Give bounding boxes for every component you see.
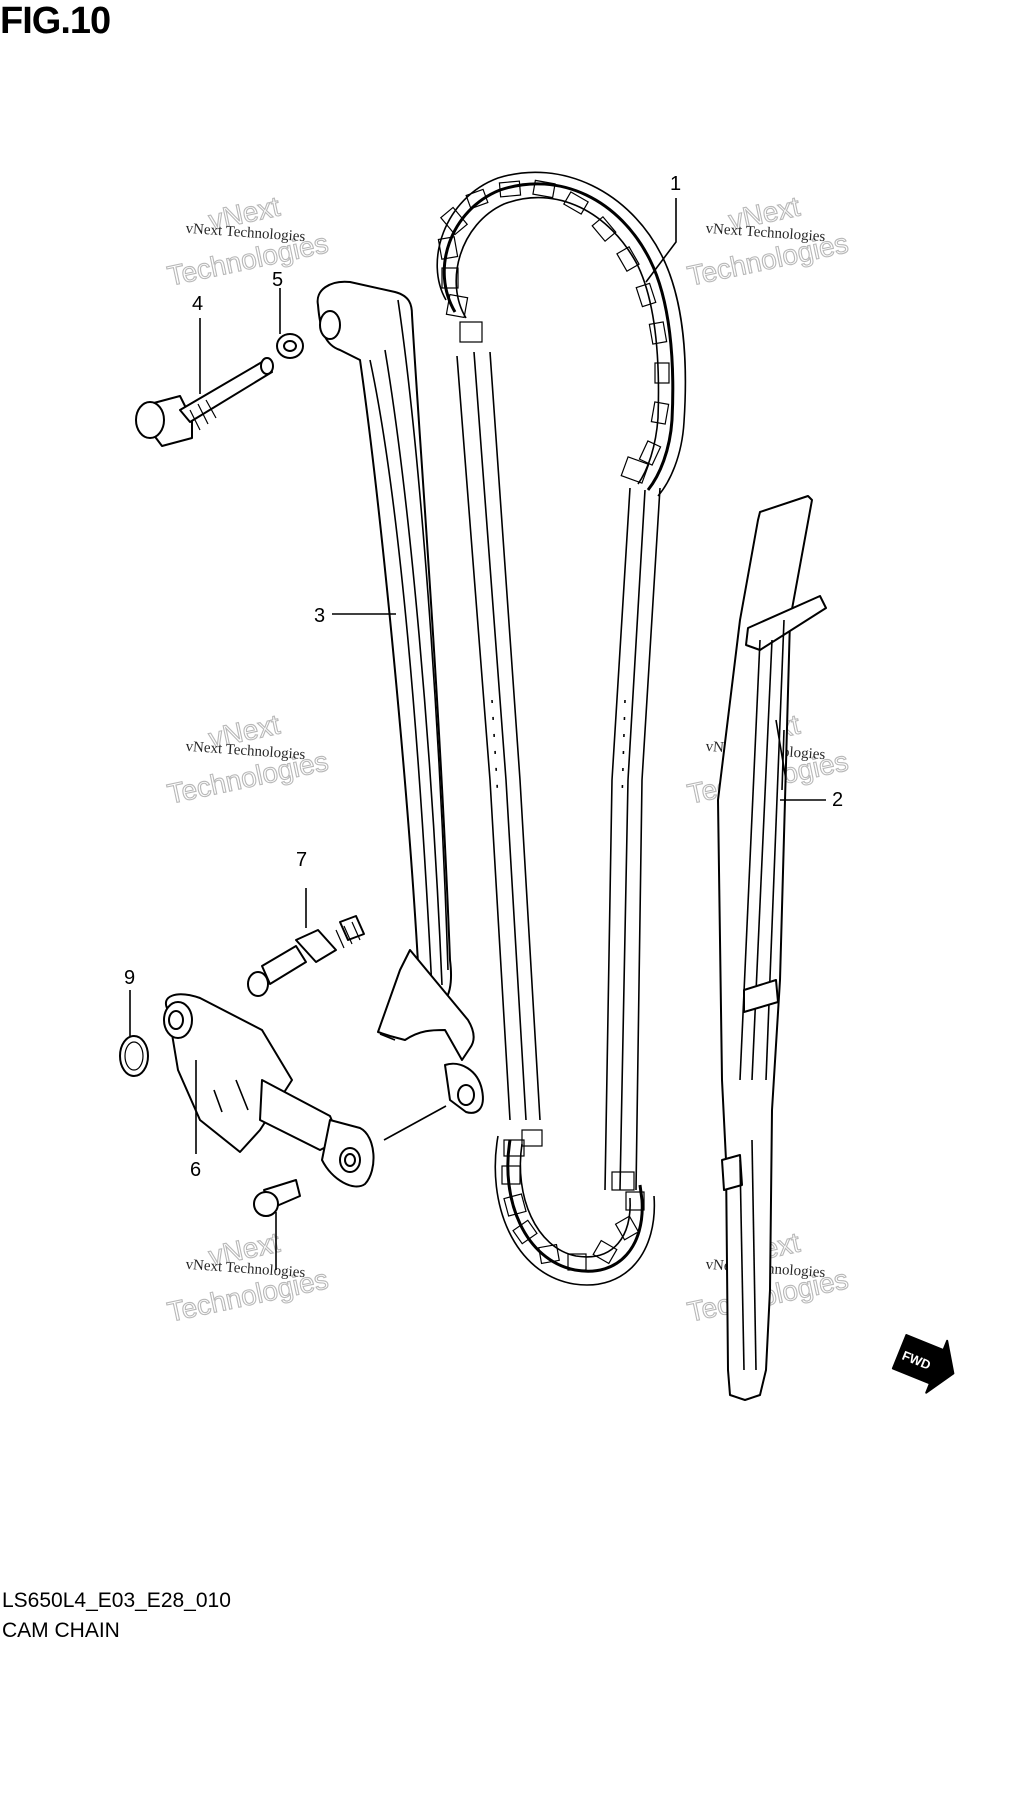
watermark-small-text: vNext Technologies	[185, 739, 306, 763]
watermark-small-text: vNext Technologies	[185, 221, 306, 245]
tensioner-guide-part-3	[316, 280, 484, 1114]
cam-chain-part-1	[436, 171, 687, 1286]
tensioner-adjuster-part-6	[163, 993, 375, 1217]
stud-bolt-part-7	[247, 915, 365, 997]
callout-labels: 1 2 3 4 5 6 7 9	[124, 173, 843, 1181]
watermark-top-right: vNext Technologies vNext Technologies	[684, 190, 851, 292]
fwd-direction-badge: FWD	[891, 1334, 955, 1394]
chain-guide-part-2	[717, 495, 827, 1401]
callout-7: 7	[296, 849, 307, 871]
diagram-code: LS650L4_E03_E28_010	[2, 1589, 231, 1612]
watermark-small-text: vNext Technologies	[705, 221, 826, 245]
callout-2: 2	[832, 789, 843, 811]
callout-4: 4	[192, 293, 203, 315]
callout-3: 3	[314, 605, 325, 627]
figure-title: FIG.10	[0, 0, 111, 42]
callout-5: 5	[272, 269, 283, 291]
callout-6: 6	[190, 1159, 201, 1181]
watermark-top-left: vNext Technologies vNext Technologies	[164, 190, 331, 292]
circlip-part-9	[119, 1035, 149, 1077]
watermark-small-text: vNext Technologies	[185, 1257, 306, 1281]
washer-part-5	[276, 333, 304, 359]
bolt-part-4	[135, 357, 274, 447]
callout-9: 9	[124, 967, 135, 989]
watermark-mid-left: vNext Technologies vNext Technologies	[164, 708, 331, 810]
leader-lines	[129, 198, 826, 1270]
callout-1: 1	[670, 173, 681, 195]
diagram-name: CAM CHAIN	[2, 1619, 120, 1642]
watermark-bottom-left: vNext Technologies vNext Technologies	[164, 1226, 331, 1328]
